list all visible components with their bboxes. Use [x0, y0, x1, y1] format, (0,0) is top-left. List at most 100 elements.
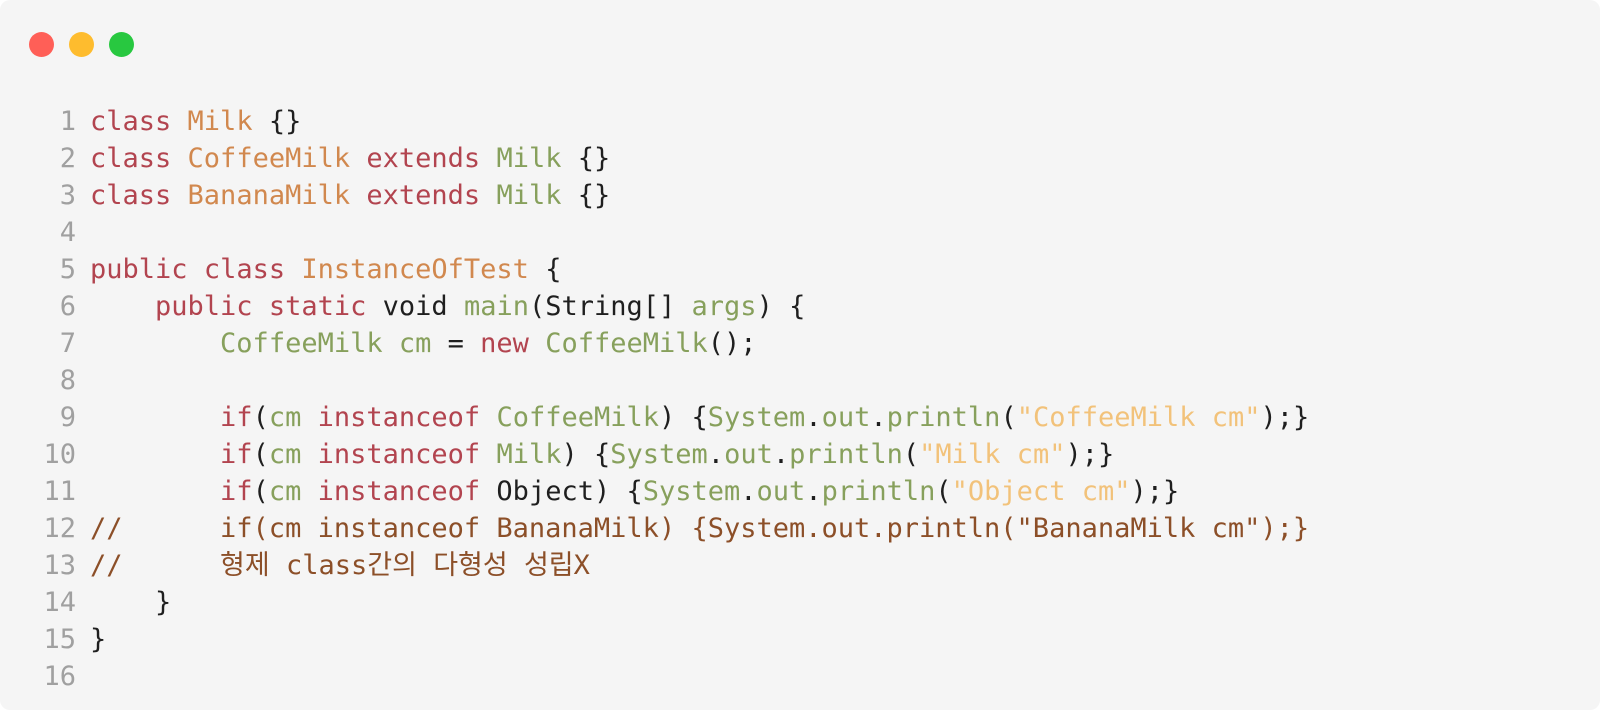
code-token: [253, 291, 269, 322]
code-token: static: [268, 291, 367, 322]
code-token: class: [203, 254, 286, 285]
code-token: }: [90, 587, 172, 618]
code-token: public: [90, 254, 188, 285]
code-token: [350, 180, 366, 211]
minimize-window-button[interactable]: [69, 32, 94, 57]
line-number: 10: [43, 439, 76, 470]
code-line-content: // 형제 class간의 다형성 성립X: [76, 547, 590, 584]
line-number: 15: [43, 624, 76, 655]
code-token: ();: [707, 328, 757, 359]
code-token: .: [772, 439, 790, 470]
code-token: (: [252, 402, 269, 433]
code-token: [480, 143, 496, 174]
code-token: =: [431, 328, 481, 359]
code-line: 11 if(cm instanceof Object) {System.out.…: [0, 473, 1600, 510]
code-token: main: [463, 291, 529, 322]
code-token: [90, 439, 220, 470]
code-token: [171, 106, 187, 137]
code-token: InstanceOfTest: [301, 254, 529, 285]
code-line: 9 if(cm instanceof CoffeeMilk) {System.o…: [0, 399, 1600, 436]
code-token: new: [480, 328, 529, 359]
code-line-content: }: [76, 621, 106, 658]
code-token: CoffeeMilk: [496, 402, 659, 433]
code-line: 13// 형제 class간의 다형성 성립X: [0, 547, 1600, 584]
code-token: [188, 254, 204, 285]
code-line: 8: [0, 362, 1600, 399]
code-token: [383, 328, 399, 359]
code-token: [90, 402, 220, 433]
code-token: [301, 402, 317, 433]
code-token: cm: [268, 439, 302, 470]
code-token: System: [707, 402, 806, 433]
line-number: 3: [59, 180, 76, 211]
code-token: class: [90, 180, 172, 211]
code-token: {}: [561, 180, 611, 211]
code-token: public: [155, 291, 253, 322]
code-line: 16: [0, 658, 1600, 695]
code-token: args: [691, 291, 757, 322]
code-token: extends: [366, 143, 481, 174]
code-token: (String[]: [528, 291, 692, 322]
line-number: 12: [43, 513, 76, 544]
code-token: println: [821, 476, 936, 507]
code-token: [480, 439, 496, 470]
close-window-button[interactable]: [29, 32, 54, 57]
code-token: [350, 143, 366, 174]
code-token: out: [724, 439, 773, 470]
code-token: (: [252, 439, 269, 470]
code-token: // if(cm instanceof BananaMilk) {System.…: [90, 513, 1310, 544]
code-line: 4: [0, 214, 1600, 251]
code-token: ) {: [659, 402, 708, 433]
code-token: Milk: [496, 180, 562, 211]
code-token: .: [870, 402, 887, 433]
code-token: CoffeeMilk: [187, 143, 351, 174]
code-token: void: [366, 291, 464, 322]
code-token: if: [220, 402, 253, 433]
code-line-content: if(cm instanceof CoffeeMilk) {System.out…: [76, 399, 1309, 436]
code-token: );}: [1130, 476, 1180, 507]
zoom-window-button[interactable]: [109, 32, 134, 57]
code-token: [301, 439, 317, 470]
code-line: 10 if(cm instanceof Milk) {System.out.pr…: [0, 436, 1600, 473]
code-token: Milk: [187, 106, 253, 137]
code-line-content: CoffeeMilk cm = new CoffeeMilk();: [76, 325, 757, 362]
code-token: instanceof: [317, 476, 481, 507]
code-line-content: // if(cm instanceof BananaMilk) {System.…: [76, 510, 1309, 547]
code-line: 12 // if(cm instanceof BananaMilk) {Syste…: [0, 510, 1600, 547]
code-token: .: [805, 402, 822, 433]
line-number: 9: [59, 402, 76, 433]
code-token: println: [789, 439, 903, 470]
code-line: 15}: [0, 621, 1600, 658]
code-line-content: class BananaMilk extends Milk {}: [76, 177, 610, 214]
code-token: System: [642, 476, 741, 507]
code-token: class: [90, 143, 172, 174]
code-token: [90, 291, 155, 322]
code-token: cm: [268, 402, 302, 433]
code-token: (: [1000, 402, 1017, 433]
code-token: {}: [561, 143, 611, 174]
code-line: 7 CoffeeMilk cm = new CoffeeMilk();: [0, 325, 1600, 362]
code-token: );}: [1065, 439, 1115, 470]
code-token: "CoffeeMilk cm": [1016, 402, 1261, 433]
code-line-content: public class InstanceOfTest {: [76, 251, 561, 288]
code-token: .: [707, 439, 725, 470]
code-line: 6 public static void main(String[] args)…: [0, 288, 1600, 325]
code-token: extends: [366, 180, 481, 211]
code-token: out: [756, 476, 806, 507]
code-token: Object) {: [480, 476, 643, 507]
code-token: class: [90, 106, 172, 137]
code-token: (: [935, 476, 952, 507]
code-line-content: if(cm instanceof Milk) {System.out.print…: [76, 436, 1114, 473]
line-number: 14: [43, 587, 76, 618]
code-token: Milk: [496, 439, 562, 470]
line-number: 7: [59, 328, 76, 359]
code-token: BananaMilk: [187, 180, 351, 211]
line-number: 5: [59, 254, 76, 285]
line-number: 1: [59, 106, 76, 137]
code-token: {: [528, 254, 562, 285]
code-token: [480, 180, 496, 211]
code-token: ) {: [756, 291, 806, 322]
